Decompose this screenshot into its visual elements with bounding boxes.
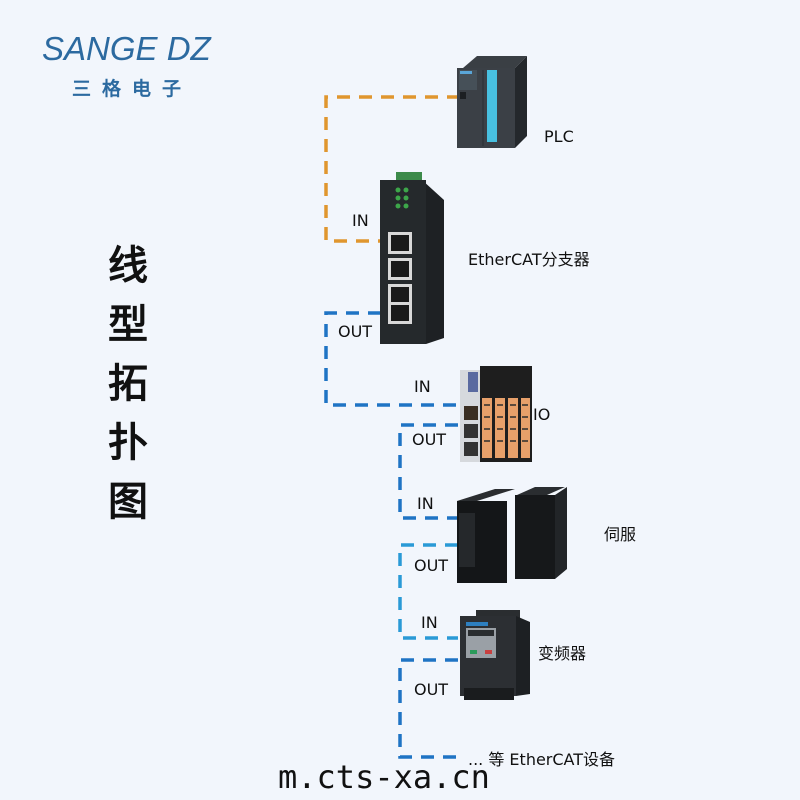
- port-label-vfd-out: OUT: [414, 680, 449, 699]
- device-label-plc: PLC: [544, 127, 574, 146]
- port-label-io-in: IN: [414, 377, 431, 396]
- vfd-out-line: [398, 658, 458, 759]
- io-out-line: [398, 423, 458, 520]
- title-char: 线: [108, 242, 148, 289]
- diagram-title: 线 型 拓 扑 图: [100, 236, 156, 531]
- device-label-io: IO: [533, 405, 551, 424]
- port-label-splitter-out: OUT: [338, 322, 373, 341]
- servo-out-line: [398, 543, 458, 640]
- port-label-servo-out: OUT: [414, 556, 449, 575]
- brand-logo-cn: 三格电子: [72, 78, 193, 100]
- servo-drive-image: [457, 487, 567, 583]
- brand-logo-en: SANGE DZ: [42, 30, 211, 67]
- splitter-to-io-line: [324, 311, 460, 407]
- port-label-splitter-in: IN: [352, 211, 369, 230]
- ethercat-splitter-image: [380, 172, 444, 344]
- website-url: m.cts-xa.cn: [278, 758, 490, 796]
- port-label-servo-in: IN: [417, 494, 434, 513]
- plc-device-image: [457, 56, 527, 148]
- vfd-image: [460, 610, 530, 700]
- title-char: 扑: [108, 419, 148, 466]
- more-devices-label: ... 等 EtherCAT设备: [468, 750, 616, 769]
- port-label-vfd-in: IN: [421, 613, 438, 632]
- plc-to-splitter-line: [324, 95, 460, 243]
- device-label-vfd: 变频器: [538, 644, 587, 663]
- io-module-image: [460, 366, 532, 462]
- title-char: 图: [108, 478, 148, 525]
- title-char: 型: [108, 301, 148, 348]
- device-label-servo: 伺服: [604, 525, 637, 544]
- title-char: 拓: [108, 360, 148, 407]
- device-label-splitter: EtherCAT分支器: [468, 250, 590, 269]
- port-label-io-out: OUT: [412, 430, 447, 449]
